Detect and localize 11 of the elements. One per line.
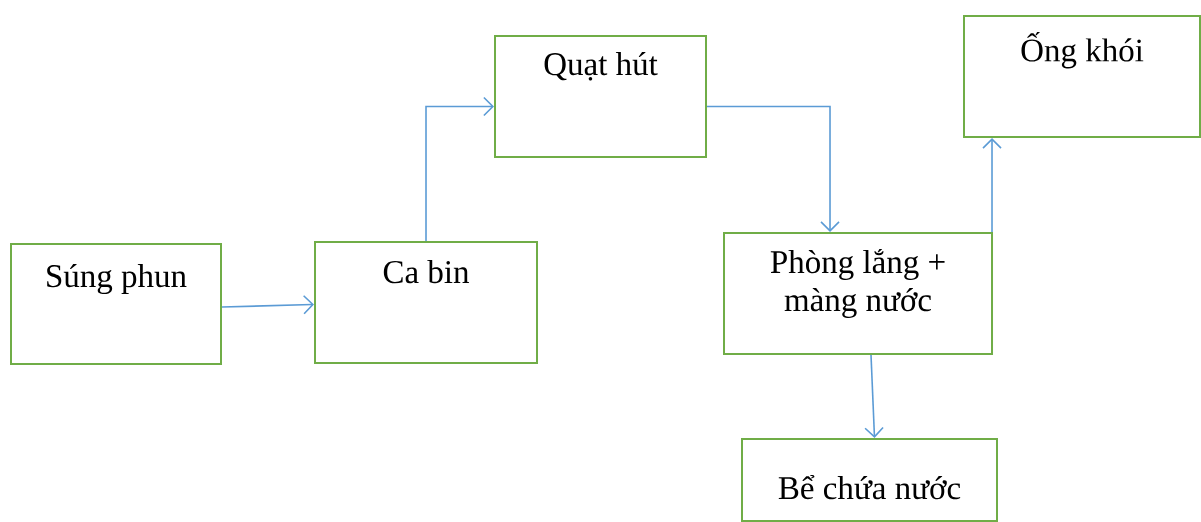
- process-box: Bể chứa nước: [741, 438, 998, 522]
- process-box: Quạt hút: [494, 35, 707, 158]
- arrow: [425, 96, 494, 242]
- arrow: [706, 105, 840, 232]
- arrow: [864, 354, 884, 438]
- arrow: [982, 138, 1002, 233]
- process-box: Ca bin: [314, 241, 538, 364]
- process-box: Súng phun: [10, 243, 222, 365]
- arrow: [221, 294, 314, 315]
- process-box: Phòng lắng + màng nước: [723, 232, 993, 355]
- process-box: Ống khói: [963, 15, 1201, 138]
